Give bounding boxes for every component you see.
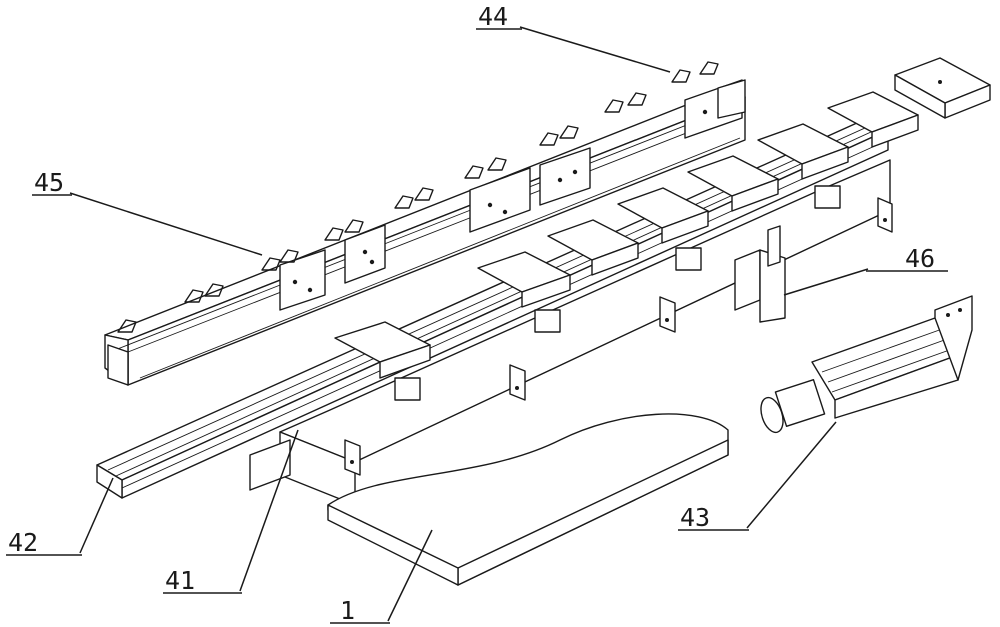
leader-lines: [69, 26, 869, 622]
servo-motor: [760, 295, 973, 434]
carriage-6: [757, 123, 849, 209]
svg-text:45: 45: [34, 168, 64, 197]
label-43: 43: [678, 503, 749, 532]
label-42: 42: [6, 528, 82, 557]
svg-text:46: 46: [905, 244, 935, 273]
svg-text:41: 41: [165, 566, 195, 595]
label-46: 46: [866, 244, 948, 273]
carriage-3: [547, 219, 639, 276]
plate-workpiece: [327, 413, 729, 586]
svg-text:43: 43: [680, 503, 710, 532]
carriage-4: [617, 187, 709, 271]
loose-carriage: [894, 57, 991, 119]
label-41: 41: [163, 566, 242, 595]
carriage-7: [827, 91, 919, 148]
svg-text:1: 1: [340, 596, 355, 625]
label-44: 44: [476, 2, 522, 31]
carriage-2: [477, 251, 571, 333]
vertical-bracket: [734, 225, 786, 323]
label-1: 1: [330, 596, 390, 625]
upper-gripper-rail: [104, 61, 746, 386]
carriage-1: [334, 321, 431, 401]
label-45: 45: [32, 168, 72, 197]
main-beam-assembly: [96, 57, 991, 506]
svg-text:44: 44: [478, 2, 508, 31]
svg-text:42: 42: [8, 528, 38, 557]
carriage-5: [687, 155, 779, 212]
